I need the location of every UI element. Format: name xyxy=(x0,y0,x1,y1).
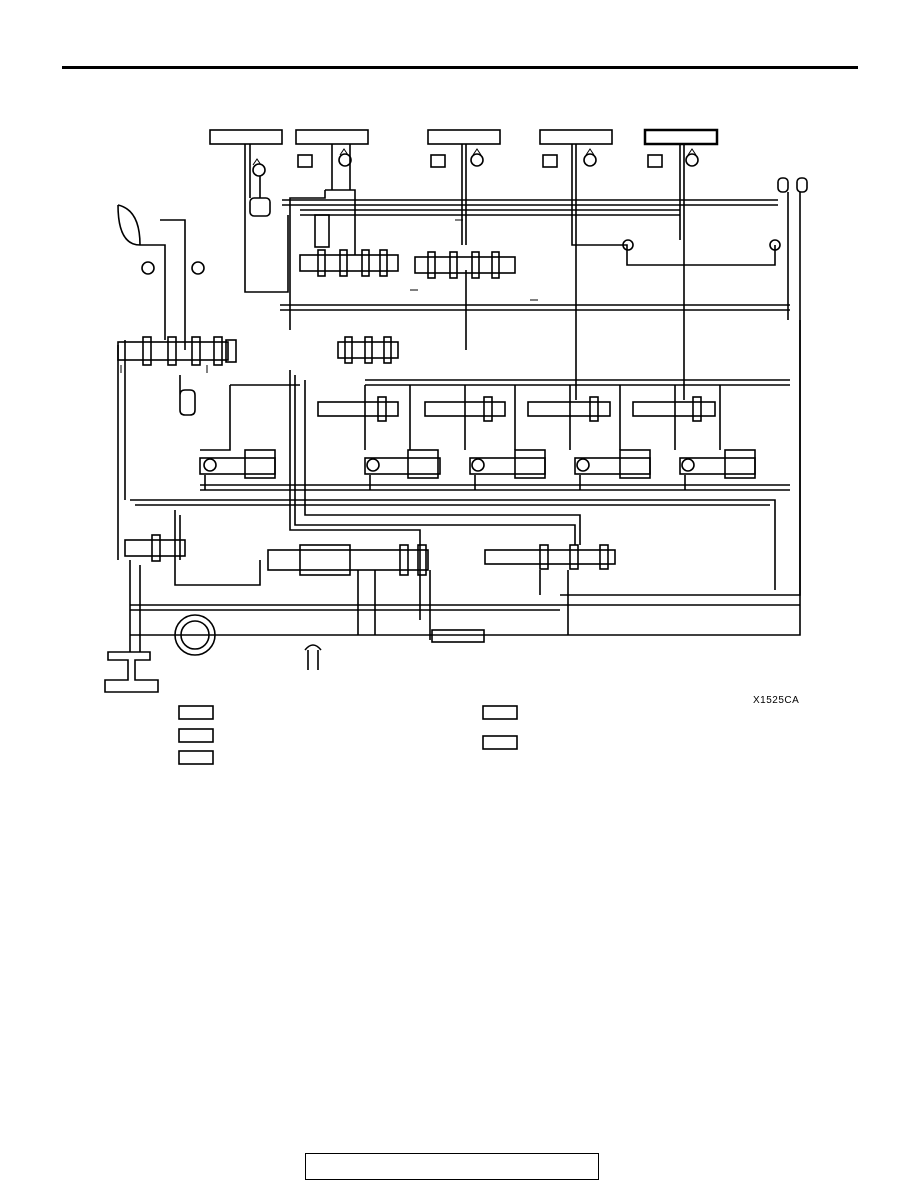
oil-pump-icon xyxy=(174,614,216,656)
figure-code: X1525CA xyxy=(753,695,800,706)
footer-box xyxy=(305,1153,599,1180)
element-box-5 xyxy=(643,128,719,146)
legend-swatch-5 xyxy=(482,735,518,750)
valve-spool-icon xyxy=(299,214,516,364)
legend-swatch-3 xyxy=(178,750,214,765)
element-box-1 xyxy=(209,129,283,145)
element-box-2 xyxy=(295,129,369,145)
solenoid-icon xyxy=(199,449,756,479)
legend-swatch-2 xyxy=(178,728,214,743)
accumulator-icon xyxy=(249,154,808,217)
header-rule xyxy=(62,66,858,69)
element-box-4 xyxy=(539,129,613,145)
pressure-gauge-icon xyxy=(141,153,699,275)
check-ball-icon xyxy=(203,239,781,472)
element-box-3 xyxy=(427,129,501,145)
filter-icon xyxy=(304,629,485,670)
top-element-boxes xyxy=(209,128,719,146)
legend-swatch-1 xyxy=(178,705,214,720)
legend-swatch-4 xyxy=(482,705,518,720)
valve-spool-icon xyxy=(117,336,237,366)
valve-spool-icon xyxy=(124,534,616,576)
legend xyxy=(178,705,518,765)
solenoid-icon xyxy=(317,396,716,422)
oil-strainer-icon xyxy=(104,560,159,693)
